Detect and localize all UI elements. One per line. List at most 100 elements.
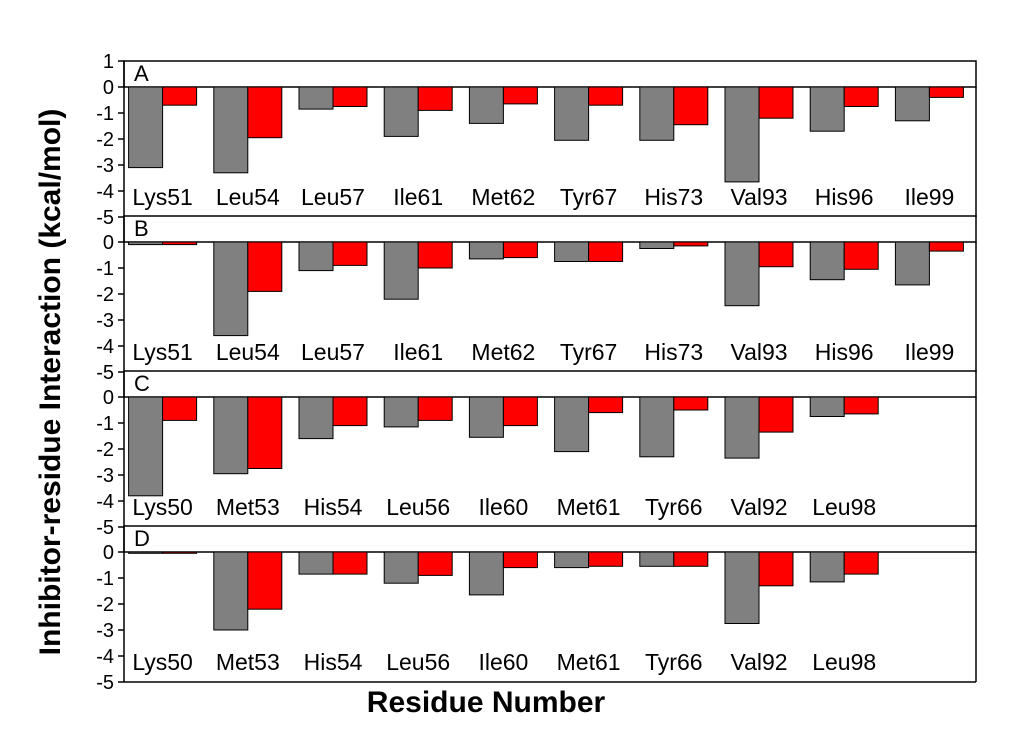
panel-a-category-label: Met62: [471, 184, 535, 210]
panel-a-category-label: Lys51: [132, 184, 193, 210]
panel-b-category-label: Lys51: [132, 339, 193, 365]
panel-a-ytick-label: 0: [103, 77, 114, 99]
panel-c-bar-met53-s2: [247, 396, 283, 469]
panel-b-category-label: Ile61: [393, 339, 443, 365]
panel-c-bar-leu98-s1: [809, 396, 845, 417]
panel-c-ytick-label: -2: [96, 439, 114, 461]
panel-c-category-label: Met53: [216, 494, 280, 520]
panel-d-bar-met61-s2: [588, 551, 624, 567]
panel-a-ytick-label: -2: [96, 129, 114, 151]
panel-c-category-label: Leu56: [386, 494, 450, 520]
panel-c-bar-val92-s1: [724, 396, 760, 459]
panel-b-bar-tyr67-s1: [554, 241, 590, 262]
panel-a-category-label: Ile99: [904, 184, 954, 210]
panel-a-ytick-label: -1: [96, 103, 114, 125]
panel-d-zero-strip: [123, 525, 977, 553]
panel-c-bar-tyr66-s2: [673, 396, 709, 411]
panel-b-category-label: Ile99: [904, 339, 954, 365]
panel-a-category-label: His96: [815, 184, 874, 210]
panel-a-category-label: Leu54: [216, 184, 280, 210]
panel-c-category-label: Lys50: [132, 494, 193, 520]
panel-c-bar-ile60-s1: [468, 396, 504, 438]
panel-c-category-label: Ile60: [478, 494, 528, 520]
panel-a-category-label: Leu57: [301, 184, 365, 210]
panel-b-ytick-label: 0: [103, 232, 114, 254]
panel-c-ytick-label: -4: [96, 491, 114, 513]
panel-a-bar-met62-s1: [468, 86, 504, 124]
panel-d-category-label: Met61: [557, 649, 621, 675]
panel-c-zero-strip: [123, 370, 977, 398]
panel-c-bar-met53-s1: [213, 396, 249, 475]
panel-b-category-label: Tyr67: [560, 339, 618, 365]
panel-b-ytick-label: -1: [96, 258, 114, 280]
panel-b-bar-his96-s2: [843, 241, 879, 270]
panel-b-bar-leu54-s2: [247, 241, 283, 292]
panel-c-bar-leu98-s2: [843, 396, 879, 415]
panel-b-bar-tyr67-s2: [588, 241, 624, 262]
panel-c-category-label: Tyr66: [645, 494, 703, 520]
panel-d-ytick-label: -1: [96, 568, 114, 590]
panel-a-bar-ile99-s2: [928, 86, 964, 98]
panel-c-bar-met61-s2: [588, 396, 624, 414]
panel-a-bar-val93-s1: [724, 86, 760, 183]
panel-a-bar-tyr67-s2: [588, 86, 624, 106]
panel-b-ytick-label: -5: [96, 362, 114, 384]
panel-a-ytick-label: -5: [96, 207, 114, 229]
panel-a-category-label: Val93: [730, 184, 787, 210]
panel-a-bar-tyr67-s1: [554, 86, 590, 141]
panel-d-ytick-label: 0: [103, 542, 114, 564]
panel-d-bar-his54-s1: [298, 551, 334, 575]
panel-d-category-label: His54: [304, 649, 363, 675]
panel-d-bar-val92-s1: [724, 551, 760, 624]
panel-d-bar-met61-s1: [554, 551, 590, 569]
panel-c-category-label: Val92: [730, 494, 787, 520]
panel-c-bar-met61-s1: [554, 396, 590, 453]
panel-d-bar-tyr66-s1: [639, 551, 675, 567]
panel-d-bar-met53-s2: [247, 551, 283, 610]
panel-c-bar-lys50-s1: [128, 396, 164, 497]
panel-a-bar-ile61-s1: [383, 86, 419, 137]
panel-d-ytick-label: -3: [96, 620, 114, 642]
panel-b-bar-met62-s2: [502, 241, 538, 259]
panel-d-bar-leu98-s1: [809, 551, 845, 583]
panel-b-bar-his73-s2: [673, 241, 709, 247]
panel-b-bar-ile61-s2: [417, 241, 453, 269]
panel-c-ytick-label: -5: [96, 517, 114, 539]
panel-b-bar-his73-s1: [639, 241, 675, 249]
panel-a-bar-ile61-s2: [417, 86, 453, 111]
panel-a-label: A: [134, 61, 149, 86]
panel-d-label: D: [134, 526, 150, 551]
panel-c-bar-ile60-s2: [502, 396, 538, 427]
panel-c-category-label: His54: [304, 494, 363, 520]
panel-a-bar-lys51-s2: [162, 86, 198, 106]
panel-a-bar-ile99-s1: [894, 86, 930, 122]
panel-b-ytick-label: -2: [96, 284, 114, 306]
panel-b-category-label: His96: [815, 339, 874, 365]
panel-b-bar-leu57-s1: [298, 241, 334, 272]
panel-d-category-label: Val92: [730, 649, 787, 675]
panel-d-bar-val92-s2: [758, 551, 794, 587]
panel-d-category-label: Tyr66: [645, 649, 703, 675]
panel-d-bar-his54-s2: [332, 551, 368, 575]
panel-a-category-label: Ile61: [393, 184, 443, 210]
panel-d-bar-tyr66-s2: [673, 551, 709, 567]
panel-d-ytick-label: -4: [96, 646, 114, 668]
panel-d-bar-leu56-s2: [417, 551, 453, 576]
x-axis-title: Residue Number: [367, 686, 606, 719]
panel-c-bar-his54-s1: [298, 396, 334, 440]
panel-a-ytick-label: 1: [103, 51, 114, 73]
panel-a-bar-leu57-s2: [332, 86, 368, 107]
panel-a-bar-leu54-s1: [213, 86, 249, 174]
panel-d-bar-ile60-s2: [502, 551, 538, 569]
panel-c-bar-lys50-s2: [162, 396, 198, 421]
panel-d-bar-ile60-s1: [468, 551, 504, 596]
panel-b-category-label: Val93: [730, 339, 787, 365]
panel-b-bar-ile61-s1: [383, 241, 419, 300]
panel-a-bar-leu54-s2: [247, 86, 283, 139]
panel-b-bar-leu54-s1: [213, 241, 249, 337]
panel-c-ytick-label: -3: [96, 465, 114, 487]
panel-c-bar-leu56-s2: [417, 396, 453, 421]
